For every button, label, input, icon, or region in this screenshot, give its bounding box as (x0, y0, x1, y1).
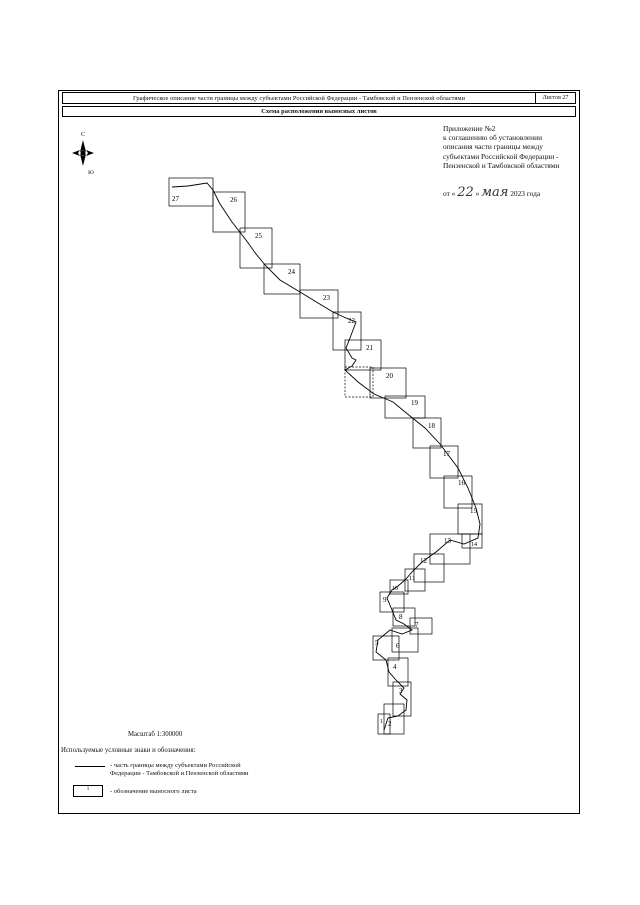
compass-north-label: С (81, 132, 85, 138)
sheet-box-10 (389, 579, 409, 595)
sheet-box-18 (412, 417, 442, 449)
appendix-line: субъектами Российской Федерации - (443, 151, 559, 161)
sheet-number-25: 25 (255, 232, 263, 240)
legend-sheet-text: - обозначение выносного листа (110, 788, 197, 795)
sheet-number-4: 4 (393, 663, 397, 671)
appendix-block: Приложение №2 к соглашению об установлен… (443, 124, 575, 170)
appendix-line: к соглашению об установлении (443, 133, 543, 143)
sheet-box-21 (344, 339, 382, 371)
sheet-number-9: 9 (383, 596, 387, 604)
sheet-box-3 (392, 681, 412, 717)
sheet-box-14 (461, 533, 483, 549)
sheet-number-19: 19 (411, 399, 419, 407)
sheet-box-20 (369, 367, 407, 399)
appendix-line: описания части границы между (443, 142, 543, 152)
legend-title: Используемые условные знаки и обозначени… (61, 747, 196, 754)
sheet-box-4 (387, 657, 409, 687)
sheet-number-16: 16 (458, 479, 466, 487)
sheet-box-9 (379, 591, 405, 613)
sheet-number-10: 10 (392, 586, 398, 592)
sheet-count: Листов 27 (535, 93, 575, 103)
sheet-number-21: 21 (366, 344, 374, 352)
map-scale: Масштаб 1:300000 (128, 731, 183, 738)
page-frame (58, 90, 580, 814)
sheet-number-24: 24 (288, 268, 296, 276)
legend-sheet-box-label: 1 (86, 786, 90, 792)
sheet-box-26 (212, 191, 246, 233)
sheet-box-12 (413, 553, 445, 583)
sheet-box-6 (391, 627, 419, 653)
sheet-number-7: 7 (415, 621, 419, 629)
sheet-box-24 (263, 263, 301, 295)
sheet-number-20: 20 (386, 372, 394, 380)
sheet-number-2: 2 (388, 720, 392, 728)
sheet-number-12: 12 (420, 557, 428, 565)
sheet-box-19 (384, 395, 426, 419)
scheme-title: Схема расположения выносных листов (62, 106, 576, 117)
sheet-number-13: 13 (444, 537, 452, 545)
date-mid: » (475, 189, 480, 198)
sheet-rectangles (168, 177, 483, 735)
sheet-box-23 (299, 289, 339, 319)
sheet-number-22: 22 (348, 317, 356, 325)
sheet-box-1 (377, 713, 391, 735)
appendix-line: Пензенской и Тамбовской областями (443, 160, 560, 170)
sheet-number-6: 6 (396, 642, 400, 650)
sheet-box-2 (383, 703, 405, 735)
sheet-number-27: 27 (172, 195, 180, 203)
sheet-box-25 (239, 227, 273, 269)
sheet-number-3: 3 (399, 687, 403, 695)
sheet-number-23: 23 (323, 294, 331, 302)
agreement-date: от « 22 » мая 2023 года (443, 185, 540, 200)
sheet-number-11: 11 (409, 575, 415, 582)
date-prefix: от « (443, 189, 456, 198)
sheet-number-15: 15 (470, 507, 478, 515)
date-suffix: 2023 года (510, 189, 541, 198)
appendix-line: Приложение №2 (443, 124, 496, 133)
date-day: 22 (457, 185, 474, 200)
compass-rose-icon: С Ю (72, 132, 94, 176)
sheet-number-8: 8 (399, 613, 403, 621)
document-title: Графическое описание части границы между… (132, 95, 466, 102)
boundary-line (171, 182, 481, 731)
sheet-number-5: 5 (375, 639, 379, 647)
legend-boundary-text: - часть границы между субъектами Российс… (110, 762, 249, 777)
sheet-box-7 (409, 617, 433, 635)
sheet-number-17: 17 (443, 450, 451, 458)
sheet-number-18: 18 (428, 422, 436, 430)
compass-south-label: Ю (88, 170, 94, 176)
sheet-box-8 (392, 607, 416, 627)
sheet-number-26: 26 (230, 196, 238, 204)
legend-boundary-line-symbol (75, 766, 105, 767)
header-table: Графическое описание части границы между… (62, 92, 576, 104)
sheet-number-1: 1 (380, 719, 383, 725)
legend-sheet-box-symbol: 1 (73, 785, 103, 797)
date-month: мая (481, 185, 509, 200)
sheet-number-14: 14 (471, 542, 477, 548)
sheet-box-13 (429, 533, 471, 565)
sheet-box-20r (344, 366, 374, 398)
